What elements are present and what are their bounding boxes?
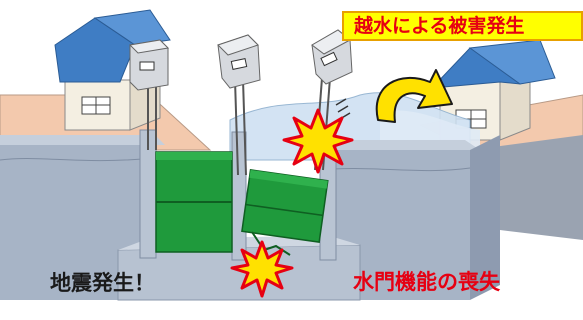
hoist-middle bbox=[217, 34, 261, 176]
gate-function-loss-label: 水門機能の喪失 bbox=[353, 270, 500, 294]
explosion-burst-icon bbox=[282, 108, 354, 174]
earthquake-label: 地震発生！ bbox=[50, 271, 155, 295]
pier-middle bbox=[231, 131, 247, 261]
left-wall bbox=[0, 135, 165, 300]
house-left bbox=[54, 9, 171, 131]
gate-damaged bbox=[241, 169, 329, 243]
hoist-left bbox=[128, 39, 170, 150]
curved-arrow-icon bbox=[375, 69, 453, 123]
house-right bbox=[430, 39, 556, 141]
overflow-damage-banner: 越水による被害発生 bbox=[342, 11, 583, 41]
gate-intact bbox=[155, 151, 233, 253]
explosion-burst-icon bbox=[230, 240, 294, 298]
gate-base bbox=[117, 244, 361, 301]
